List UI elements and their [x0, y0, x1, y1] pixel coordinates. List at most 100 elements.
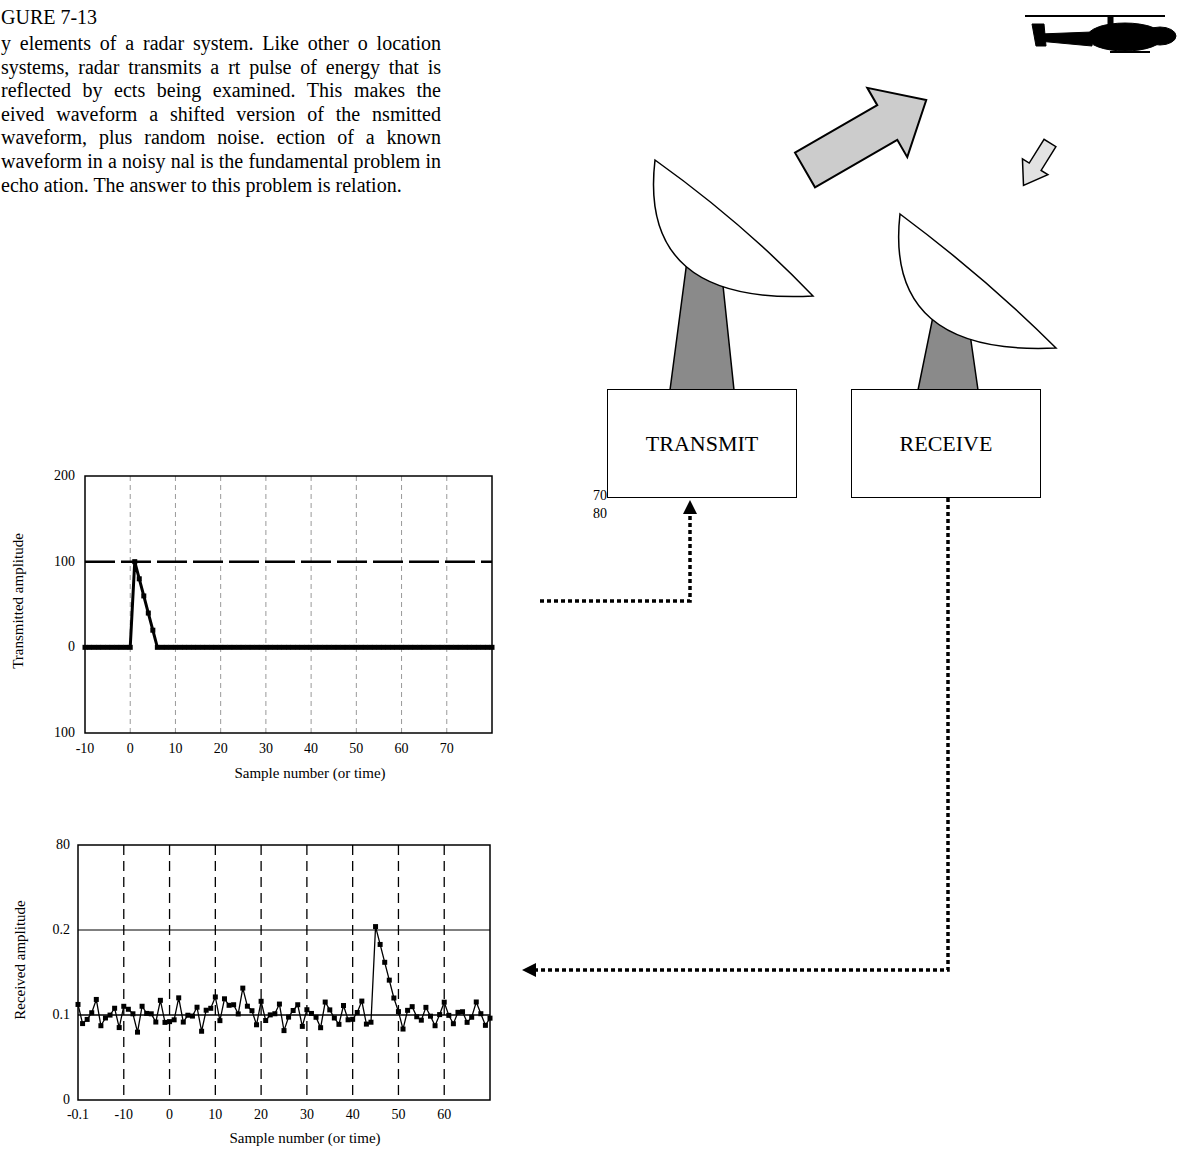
- axis-tick-label: 70: [593, 488, 607, 504]
- axis-tick-label: 60: [437, 1107, 451, 1123]
- arrowhead: [522, 963, 536, 977]
- station-box: RECEIVE: [851, 389, 1041, 498]
- sample-marker: [367, 645, 372, 650]
- sample-marker: [98, 1023, 103, 1028]
- sample-marker: [419, 1018, 424, 1023]
- sample-marker: [236, 1011, 241, 1016]
- sample-marker: [140, 1004, 145, 1009]
- sample-marker: [363, 645, 368, 650]
- sample-marker: [413, 645, 418, 650]
- sample-marker: [451, 1021, 456, 1026]
- sample-marker: [480, 645, 485, 650]
- tick-text: -10: [76, 741, 95, 756]
- axis-tick-label: -0.1: [67, 1107, 89, 1123]
- axis-tick-label: 10: [208, 1107, 222, 1123]
- sample-marker: [200, 645, 205, 650]
- sample-marker: [272, 1011, 277, 1016]
- sample-marker: [471, 645, 476, 650]
- sample-marker: [254, 645, 259, 650]
- axis-tick-label: 80: [56, 837, 70, 853]
- sample-marker: [217, 1018, 222, 1023]
- tick-text: 70: [440, 741, 454, 756]
- sample-marker: [382, 960, 387, 965]
- sample-marker: [168, 645, 173, 650]
- station-label: RECEIVE: [900, 431, 993, 457]
- sample-marker: [465, 1020, 470, 1025]
- sample-marker: [318, 1025, 323, 1030]
- grid-line: [265, 476, 266, 733]
- sample-marker: [462, 645, 467, 650]
- axis-tick-label: 200: [54, 468, 75, 484]
- sample-marker: [327, 645, 332, 650]
- sample-marker: [114, 645, 119, 650]
- sample-marker: [304, 645, 309, 650]
- grid-line: [311, 476, 312, 733]
- axis-tick-label: 30: [259, 741, 273, 757]
- tick-text: 20: [214, 741, 228, 756]
- sample-marker: [433, 1023, 438, 1028]
- sample-marker: [444, 645, 449, 650]
- sample-marker: [158, 998, 163, 1003]
- sample-marker: [490, 645, 495, 650]
- sample-marker: [359, 999, 364, 1004]
- sample-marker: [291, 1008, 296, 1013]
- antenna-dish: [899, 214, 1056, 348]
- grid-line: [306, 845, 307, 1100]
- grid-line: [220, 476, 221, 733]
- tick-text: 100: [54, 554, 75, 569]
- sample-marker: [286, 1015, 291, 1020]
- sample-marker: [336, 645, 341, 650]
- sample-marker: [105, 645, 110, 650]
- axis-title: Sample number (or time): [234, 765, 385, 782]
- grid-line: [130, 476, 131, 733]
- antenna-dish: [653, 160, 813, 297]
- sample-marker: [87, 645, 92, 650]
- sample-marker: [277, 645, 282, 650]
- sample-marker: [117, 1025, 122, 1030]
- sample-marker: [159, 645, 164, 650]
- tick-text: 80: [593, 506, 607, 521]
- sample-marker: [155, 645, 160, 650]
- sample-marker: [428, 1014, 433, 1019]
- plot-frame: [85, 476, 492, 733]
- sample-marker: [417, 645, 422, 650]
- waveform-plot-panel: Transmitted amplitudeSample number (or t…: [10, 465, 540, 795]
- echo-arrow: [1011, 135, 1063, 193]
- sample-marker: [440, 645, 445, 650]
- sample-marker: [282, 1028, 287, 1033]
- sample-marker: [332, 1015, 337, 1020]
- plot-frame: [78, 845, 490, 1100]
- sample-marker: [396, 1009, 401, 1014]
- grid-line: [123, 845, 124, 1100]
- grid-line: [85, 560, 492, 563]
- sample-marker: [300, 1024, 305, 1029]
- sample-marker: [218, 645, 223, 650]
- sample-marker: [112, 1006, 117, 1011]
- waveform-plots: [76, 476, 495, 1100]
- axis-tick-label: -10: [76, 741, 95, 757]
- sample-marker: [331, 645, 336, 650]
- axis-tick-label: 60: [395, 741, 409, 757]
- sample-marker: [167, 1019, 172, 1024]
- sample-marker: [414, 1014, 419, 1019]
- sample-marker: [149, 1011, 154, 1016]
- sample-marker: [185, 1013, 190, 1018]
- figure-caption: y elements of a radar system. Like other…: [1, 32, 441, 197]
- sample-marker: [110, 645, 115, 650]
- sample-marker: [453, 645, 458, 650]
- sample-marker: [268, 645, 273, 650]
- sample-marker: [327, 1007, 332, 1012]
- tick-text: -10: [114, 1107, 133, 1122]
- tick-text: 50: [349, 741, 363, 756]
- sample-marker: [304, 1007, 309, 1012]
- grid-line: [444, 845, 445, 1100]
- axis-tick-label: 100: [54, 725, 75, 741]
- tick-text: 80: [56, 837, 70, 852]
- sample-marker: [144, 1011, 149, 1016]
- tick-text: 60: [437, 1107, 451, 1122]
- sample-marker: [182, 645, 187, 650]
- sample-marker: [488, 1016, 493, 1021]
- sample-marker: [286, 645, 291, 650]
- sample-marker: [426, 645, 431, 650]
